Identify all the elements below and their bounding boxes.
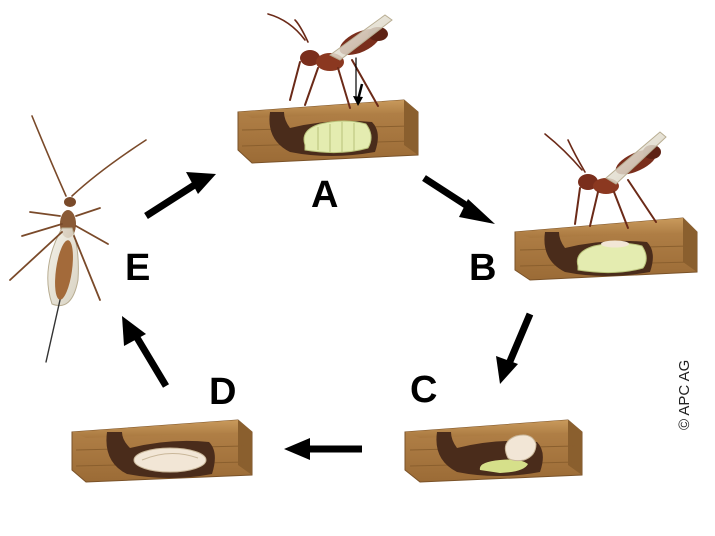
copyright-notice: © APC AG — [676, 359, 693, 430]
larva-b — [576, 242, 647, 274]
adult-wasp-e — [9, 115, 147, 363]
oviposition-arrow — [353, 83, 364, 106]
arrow-d-to-e — [122, 316, 170, 388]
stage-label-e: E — [125, 247, 151, 289]
larva-c — [479, 459, 528, 473]
arrow-c-to-d — [284, 438, 362, 460]
parasitoid-larva-c — [504, 434, 537, 462]
wood-block-c — [404, 419, 583, 483]
egg-b — [601, 240, 629, 248]
wood-block-b — [514, 217, 698, 281]
wasp-b — [544, 131, 667, 229]
larva-a — [303, 120, 372, 154]
arrow-b-to-c — [496, 312, 534, 384]
cycle-arrows — [122, 172, 534, 460]
wood-block-d — [71, 419, 253, 483]
stage-label-c: C — [410, 369, 438, 411]
stage-label-b: B — [469, 247, 497, 289]
wasp-a — [267, 13, 393, 109]
stage-label-a: A — [311, 174, 339, 216]
pupa-d — [133, 447, 207, 473]
wood-block-a — [237, 99, 419, 164]
arrow-a-to-b — [422, 175, 495, 224]
arrow-e-to-a — [144, 172, 216, 219]
stage-label-d: D — [209, 371, 237, 413]
